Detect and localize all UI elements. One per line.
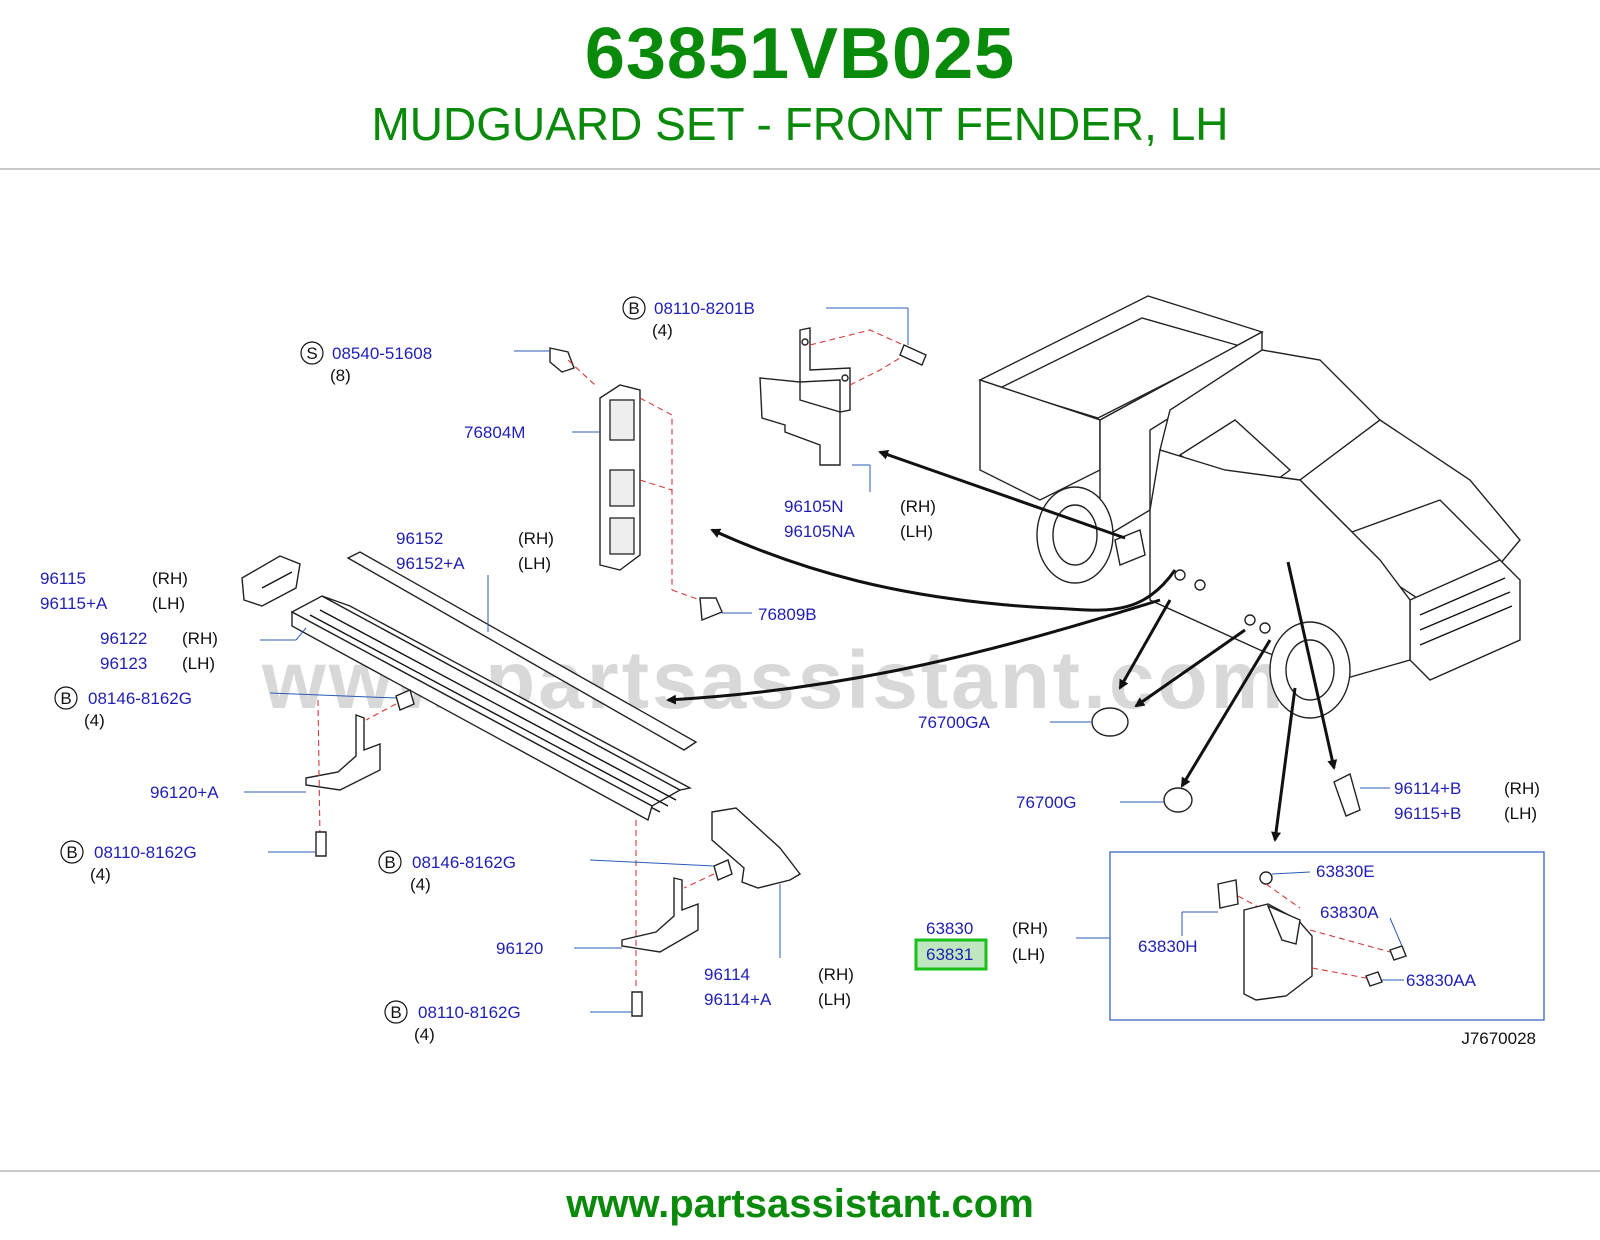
callout-96114b[interactable]: 96114+B [1394,779,1461,798]
callout-08146-8162g-upper[interactable]: B 08146-8162G (4) [54,686,192,730]
svg-text:08110-8201B: 08110-8201B [654,299,755,318]
svg-text:(8): (8) [330,366,351,385]
callout-08110-8162g-left[interactable]: B 08110-8162G (4) [60,840,197,884]
footer-divider [0,1170,1600,1172]
bracket-96120 [574,807,802,1017]
callout-08146-8162g-lower[interactable]: B 08146-8162G (4) [378,850,516,894]
svg-text:B: B [390,1003,401,1022]
svg-text:(LH): (LH) [152,594,185,613]
svg-text:S: S [306,344,317,363]
svg-text:(LH): (LH) [518,554,551,573]
svg-text:08110-8162G: 08110-8162G [418,1003,521,1022]
svg-text:B: B [60,689,71,708]
callout-96115a[interactable]: 96115+A [40,594,108,613]
callout-96114a[interactable]: 96114+A [704,990,772,1009]
svg-text:08146-8162G: 08146-8162G [88,689,192,708]
step-pad-76804m [514,347,752,621]
svg-text:(LH): (LH) [1504,804,1537,823]
svg-text:(LH): (LH) [818,990,851,1009]
svg-text:08540-51608: 08540-51608 [332,344,432,363]
callout-96115b[interactable]: 96115+B [1394,804,1461,823]
svg-text:B: B [66,843,77,862]
svg-text:(RH): (RH) [182,629,218,648]
svg-text:(RH): (RH) [900,497,936,516]
page-header: 63851VB025 MUDGUARD SET - FRONT FENDER, … [0,0,1600,168]
callout-76809b[interactable]: 76809B [758,605,817,624]
callout-63830aa[interactable]: 63830AA [1406,971,1477,990]
svg-text:(RH): (RH) [152,569,188,588]
callout-76700ga[interactable]: 76700GA [918,713,990,732]
truck-illustration [978,295,1521,719]
callout-96152a[interactable]: 96152+A [396,554,465,573]
drawing-code: J7670028 [1461,1029,1536,1048]
bracket-96115 [241,555,301,607]
plugs [1050,707,1390,817]
svg-text:(4): (4) [90,865,111,884]
callout-63830h[interactable]: 63830H [1138,937,1198,956]
callout-96105na[interactable]: 96105NA [784,522,856,541]
svg-text:(4): (4) [410,875,431,894]
callout-08110-8201b[interactable]: B 08110-8201B (4) [622,296,755,340]
selected-part-highlight [914,938,988,971]
svg-text:(RH): (RH) [818,965,854,984]
part-number-title: 63851VB025 [584,14,1016,94]
callout-08110-8162g-bottom[interactable]: B 08110-8162G (4) [384,1000,521,1044]
callout-76700g[interactable]: 76700G [1016,793,1077,812]
svg-text:(LH): (LH) [1012,945,1045,964]
callout-63830a[interactable]: 63830A [1320,903,1379,922]
svg-text:(RH): (RH) [1012,919,1048,938]
mudguard-detail-box [1076,851,1545,1021]
callout-76804m[interactable]: 76804M [464,423,525,442]
callout-96120[interactable]: 96120 [496,939,543,958]
svg-text:(4): (4) [84,711,105,730]
svg-text:(RH): (RH) [1504,779,1540,798]
callout-63830e[interactable]: 63830E [1316,862,1375,881]
bracket-96105n [759,307,927,492]
callout-63831-selected[interactable]: 63831 [926,945,973,964]
callout-96152[interactable]: 96152 [396,529,443,548]
arrows [666,449,1338,842]
callout-labels: B 08110-8201B (4) S 08540-51608 (8) 7680… [40,296,1540,1048]
callout-96105n[interactable]: 96105N [784,497,844,516]
bracket-96120a [244,689,415,857]
callout-96114[interactable]: 96114 [704,965,750,984]
part-description: MUDGUARD SET - FRONT FENDER, LH [371,98,1229,150]
svg-text:08146-8162G: 08146-8162G [412,853,516,872]
header-divider [0,168,1600,170]
callout-96115[interactable]: 96115 [40,569,86,588]
svg-text:08110-8162G: 08110-8162G [94,843,197,862]
footer-url-link[interactable]: www.partsassistant.com [566,1182,1034,1226]
svg-text:B: B [384,853,395,872]
callout-96122[interactable]: 96122 [100,629,147,648]
svg-text:(4): (4) [652,321,673,340]
callout-08540-51608[interactable]: S 08540-51608 (8) [300,341,432,385]
svg-text:(RH): (RH) [518,529,554,548]
callout-96123[interactable]: 96123 [100,654,147,673]
svg-text:B: B [628,299,639,318]
callout-96120a[interactable]: 96120+A [150,783,219,802]
callout-63830[interactable]: 63830 [926,919,973,938]
svg-text:(LH): (LH) [900,522,933,541]
svg-text:(4): (4) [414,1025,435,1044]
step-rail [260,551,698,822]
svg-text:(LH): (LH) [182,654,215,673]
